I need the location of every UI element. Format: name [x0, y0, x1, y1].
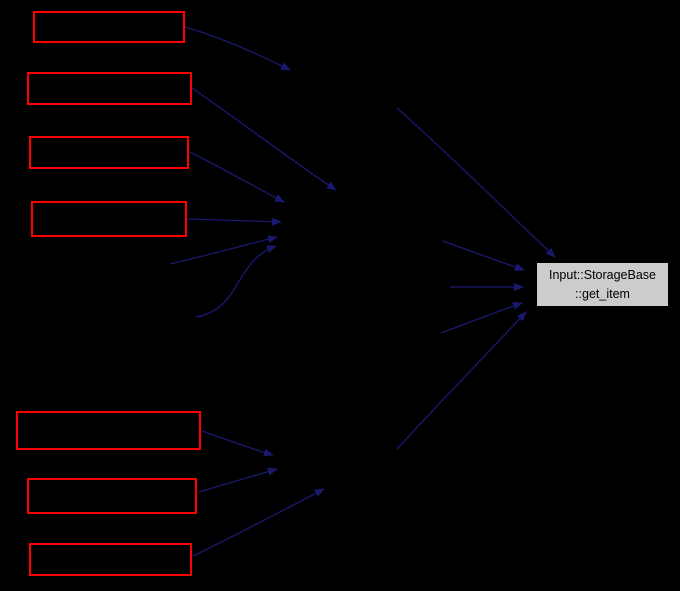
edge: [186, 217, 282, 226]
edge: [169, 235, 278, 265]
edge: [442, 240, 525, 271]
caller-node-4[interactable]: [31, 201, 187, 237]
caller-node-1[interactable]: [33, 11, 185, 43]
caller-node-6[interactable]: [27, 478, 197, 514]
target-node: Input::StorageBase ::get_item: [536, 262, 669, 307]
caller-node-7[interactable]: [29, 543, 192, 576]
edge: [189, 151, 285, 203]
edge: [192, 488, 325, 557]
edge: [396, 107, 556, 258]
edge: [201, 430, 274, 457]
edge: [198, 467, 278, 493]
edge: [396, 311, 527, 450]
edge: [195, 245, 277, 318]
target-node-label-line2: ::get_item: [575, 286, 630, 301]
caller-node-2[interactable]: [27, 72, 192, 105]
target-node-label-line1: Input::StorageBase: [548, 268, 657, 283]
edge: [440, 302, 523, 334]
caller-node-3[interactable]: [29, 136, 189, 169]
edge: [191, 87, 337, 191]
edge: [184, 26, 291, 71]
caller-node-5[interactable]: [16, 411, 201, 450]
